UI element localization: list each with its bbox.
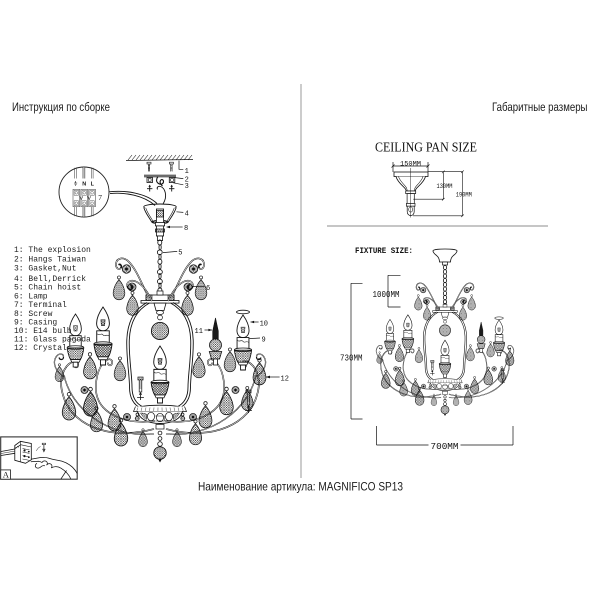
svg-text:FIXTURE SIZE:: FIXTURE SIZE: [355,246,413,256]
svg-text:2: Hangs Taiwan: 2: Hangs Taiwan [14,255,86,264]
svg-text:1: 1 [185,168,189,176]
svg-text:3: Gasket,Nut: 3: Gasket,Nut [14,265,76,274]
svg-text:2: 2 [185,177,189,185]
svg-text:6: Lamp: 6: Lamp [14,292,48,301]
svg-text:130MM: 130MM [437,183,453,190]
svg-text:730MM: 730MM [340,354,363,364]
svg-text:Габаритные размеры: Габаритные размеры [492,100,588,114]
svg-text:4: 4 [185,211,189,219]
svg-text:8: Screw: 8: Screw [14,310,53,319]
svg-text:150MM: 150MM [400,161,421,168]
svg-text:4: Bell,Derrick: 4: Bell,Derrick [14,275,86,284]
svg-text:N: N [82,182,86,188]
svg-text:3: 3 [185,183,189,191]
svg-text:9: Casing: 9: Casing [14,318,57,327]
svg-text:9: 9 [262,337,266,345]
svg-text:11: Glass pagoda: 11: Glass pagoda [14,336,91,345]
svg-text:A: A [3,470,10,480]
svg-text:Наименование артикула: MAGNIFI: Наименование артикула: MAGNIFICO SP13 [198,480,403,494]
svg-text:190MM: 190MM [456,191,472,198]
svg-text:11: 11 [195,328,203,336]
svg-text:CEILING PAN SIZE: CEILING PAN SIZE [375,140,477,155]
svg-text:8: 8 [184,225,188,233]
svg-text:1: The explosion: 1: The explosion [14,246,91,255]
svg-text:10: 10 [260,320,268,328]
svg-text:5: 5 [178,250,182,258]
svg-text:1000MM: 1000MM [373,290,400,300]
svg-text:10: E14 bulb: 10: E14 bulb [14,327,72,336]
svg-text:5: Chain hoist: 5: Chain hoist [14,284,81,293]
svg-text:12: 12 [281,375,289,383]
svg-text:7: Terminal: 7: Terminal [14,301,67,310]
svg-text:Инструкция по сборке: Инструкция по сборке [12,100,110,114]
svg-text:L: L [91,182,95,188]
svg-text:700MM: 700MM [431,442,459,452]
svg-text:12: Crystal: 12: Crystal [14,344,67,353]
svg-text:6: 6 [206,285,210,293]
svg-text:7: 7 [98,193,102,202]
